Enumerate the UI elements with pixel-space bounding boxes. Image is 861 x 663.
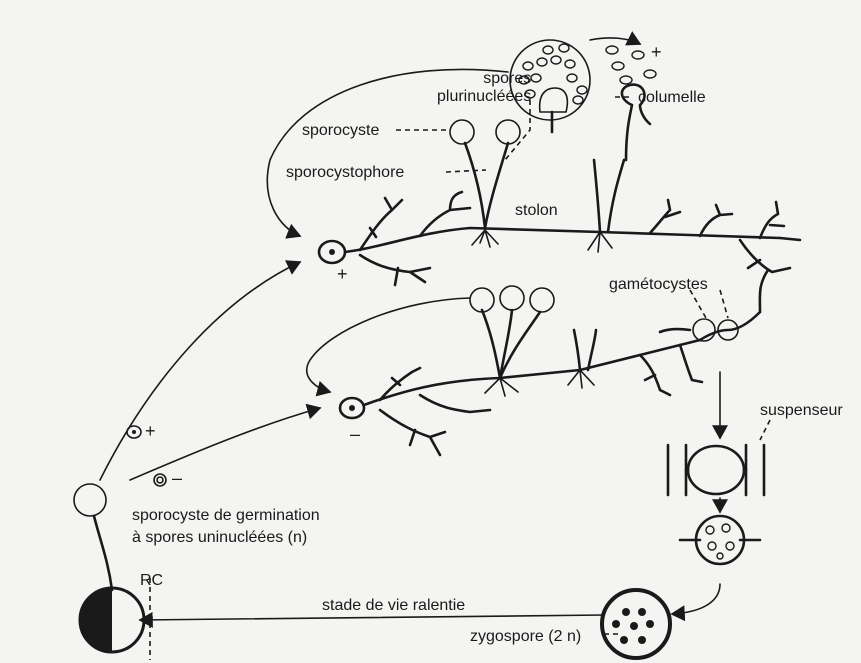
label-germination-line1: sporocyste de germination (132, 507, 320, 525)
label-germination-line2: à spores uninucléées (n) (132, 529, 320, 547)
label-leaders (396, 97, 770, 634)
minus-sign-free-spore: – (172, 468, 182, 489)
label-spores-line2: plurinucléées (437, 88, 531, 106)
label-gametocystes: gamétocystes (609, 276, 708, 294)
label-columelle: columelle (638, 89, 706, 107)
label-sporocyste: sporocyste (302, 122, 379, 140)
label-sporocyste-germination: sporocyste de germination à spores uninu… (132, 507, 320, 547)
label-sporocystophore: sporocystophore (286, 164, 404, 182)
plus-sign-upper-mycelium: + (337, 264, 348, 285)
label-spores-line1: spores (437, 70, 531, 88)
minus-sign-lower-mycelium: – (350, 424, 360, 445)
label-suspenseur: suspenseur (760, 402, 843, 420)
zygote-stages (602, 372, 764, 658)
label-rc: RC (140, 572, 163, 590)
upper-mycelium (319, 192, 800, 285)
lower-mycelium (340, 286, 702, 455)
plus-sign-spores: + (651, 42, 662, 63)
label-stade-vie-ralentie: stade de vie ralentie (322, 597, 465, 615)
label-spores-plurinucleees: spores plurinucléées (437, 70, 531, 106)
label-zygospore: zygospore (2 n) (470, 628, 581, 646)
plus-sign-free-spore: + (145, 421, 156, 442)
label-stolon: stolon (515, 202, 558, 220)
